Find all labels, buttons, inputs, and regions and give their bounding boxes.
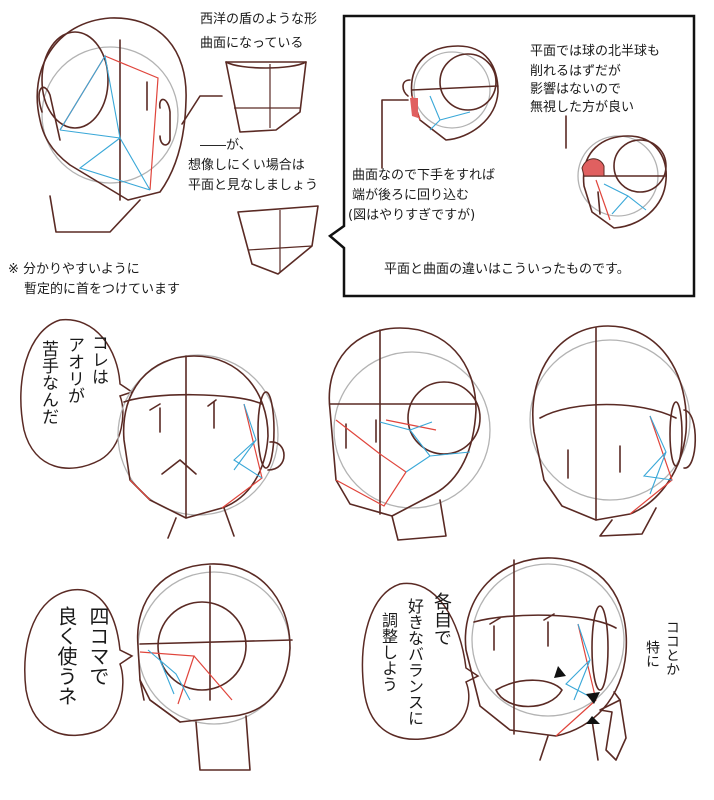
north-note-1: 平面では球の北半球も: [530, 44, 661, 59]
bubble-middle-col2: アオリが: [64, 336, 84, 404]
curve-note-2: 端が後ろに回り込む: [352, 188, 470, 203]
head-diagram-middle-1: [117, 354, 285, 539]
head-diagram-middle-3: [529, 325, 697, 537]
but-note-3: 平面と見なしましょう: [188, 178, 319, 193]
but-note-2: 想像しにくい場合は: [188, 158, 305, 173]
but-note-1: ――が、: [200, 138, 252, 153]
bubble-bottom-right-col1: 各自で: [431, 592, 452, 646]
head-diagram-box-lower: [577, 135, 667, 229]
bubble-middle-col1: コレは: [88, 334, 108, 385]
side-note-col1: ココとか: [664, 620, 680, 676]
arrow-marker: [586, 716, 600, 724]
bubble-middle-col3: 苦手なんだ: [38, 340, 58, 425]
shield-shape-curved: [225, 61, 307, 133]
curve-note-1: 曲面なので下手をすれば: [352, 168, 496, 183]
shield-note: 西洋の盾のような形: [200, 12, 318, 27]
bubble-bottom-left-col2: 良く使うネ: [54, 606, 78, 706]
north-note-2: 削れるはずだが: [530, 64, 621, 79]
head-diagram-top-left: [36, 17, 187, 233]
head-diagram-bottom-1: [136, 563, 293, 771]
curve-note: 曲面になっている: [200, 36, 304, 51]
curve-note-3: (図はやりすぎですが): [348, 208, 476, 223]
shield-shape-flat: [237, 205, 319, 275]
bubble-bottom-left-col1: 四コマで: [86, 606, 110, 686]
speech-bubble-bottom-right: [361, 582, 480, 740]
speech-bubble-middle: [20, 319, 134, 469]
neck-note-1: ※ 分かりやすいように: [8, 262, 140, 277]
north-note-3: 影響はないので: [530, 82, 622, 97]
head-diagram-middle-2: [328, 327, 491, 541]
head-diagram-bottom-2: [464, 557, 628, 761]
north-note-4: 無視した方が良い: [530, 100, 635, 115]
bubble-bottom-right-col2: 好きなバランスに: [405, 598, 424, 726]
pointer-arrow: [181, 95, 223, 125]
pointer-line-1: [381, 99, 409, 169]
side-note-pointer: [613, 691, 621, 701]
bubble-bottom-right-col3: 調整しよう: [379, 612, 398, 692]
head-diagram-box-upper: [402, 45, 499, 141]
speech-bubble-bottom-left: [24, 588, 134, 737]
neck-note-2: 暫定的に首をつけています: [24, 282, 181, 297]
info-box-frame: [327, 14, 696, 298]
box-summary: 平面と曲面の違いはこういったものです。: [384, 262, 630, 277]
side-note-col2: 特に: [644, 640, 660, 668]
